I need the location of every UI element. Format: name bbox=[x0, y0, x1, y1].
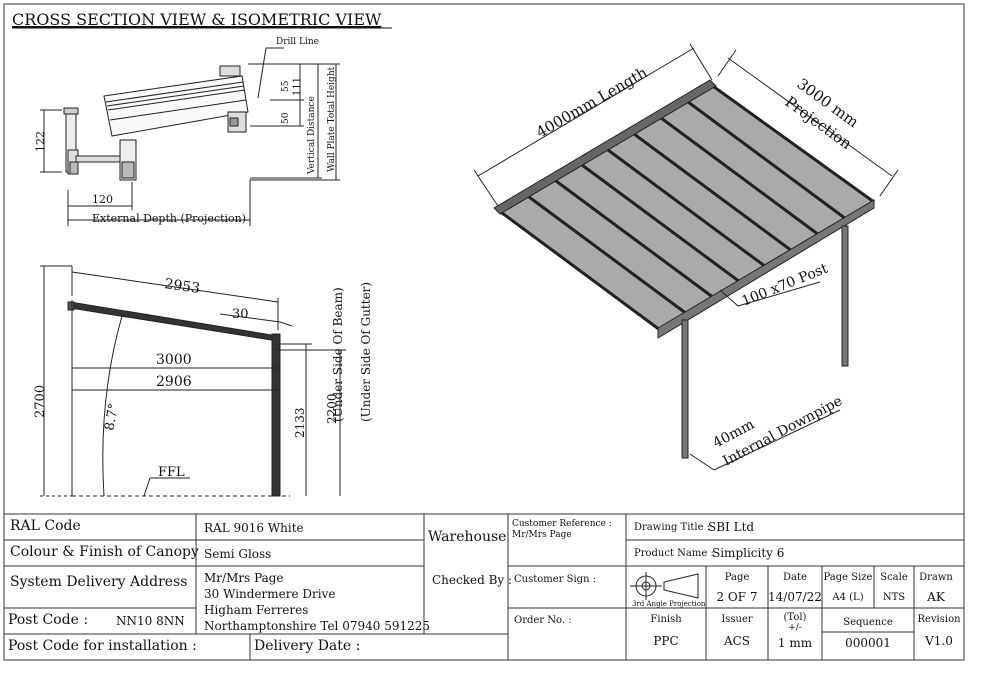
drawn-label: Drawn bbox=[919, 572, 953, 583]
sequence-label: Sequence bbox=[843, 617, 893, 628]
address-line-4: Northamptonshire Tel 07940 591225 bbox=[204, 619, 431, 633]
postcode-label: Post Code : bbox=[8, 612, 89, 628]
beam-height: 2133 bbox=[293, 407, 307, 438]
delivery-address-label: System Delivery Address bbox=[10, 574, 188, 590]
drawing-title-value: SBI Ltd bbox=[708, 520, 755, 534]
finish-value: PPC bbox=[653, 634, 679, 648]
delivery-date-label: Delivery Date : bbox=[254, 638, 361, 654]
customer-ref-value: Mr/Mrs Page bbox=[512, 530, 572, 540]
isometric-view bbox=[473, 43, 899, 471]
sheet-border bbox=[3, 3, 965, 661]
dim-122: 122 bbox=[34, 131, 47, 152]
dim-120: 120 bbox=[92, 193, 113, 206]
customer-sign-label: Customer Sign : bbox=[514, 574, 597, 585]
third-angle-projection-icon bbox=[630, 572, 699, 600]
checked-by-label: Checked By : bbox=[432, 573, 513, 587]
side-elevation-view bbox=[40, 265, 346, 497]
dim-50: 50 bbox=[281, 112, 291, 124]
cross-section-view bbox=[40, 47, 340, 226]
product-name-label: Product Name : bbox=[634, 548, 714, 559]
projection-note: 3rd Angle Projection bbox=[632, 600, 706, 608]
dim-3000: 3000 bbox=[156, 352, 192, 368]
finish-label: Finish bbox=[650, 614, 682, 625]
tol-plus-minus: +/- bbox=[788, 623, 802, 633]
beam-height-label: (Under Side Of Beam) bbox=[331, 287, 345, 422]
ral-code-value: RAL 9016 White bbox=[204, 521, 304, 535]
order-no-label: Order No. : bbox=[514, 615, 572, 626]
ral-code-label: RAL Code bbox=[10, 518, 81, 534]
date-label: Date bbox=[783, 572, 807, 583]
page-size-label: Page Size bbox=[823, 572, 873, 583]
address-line-3: Higham Ferreres bbox=[204, 603, 309, 617]
postcode-value: NN10 8NN bbox=[116, 614, 185, 628]
dim-55: 55 bbox=[281, 80, 291, 92]
issuer-value: ACS bbox=[723, 634, 751, 648]
customer-ref-label: Customer Reference : bbox=[512, 519, 612, 529]
scale-value: NTS bbox=[882, 592, 906, 603]
gutter-height-label: (Under Side Of Gutter) bbox=[359, 282, 373, 422]
address-line-1: Mr/Mrs Page bbox=[204, 571, 284, 585]
page-label: Page bbox=[724, 572, 750, 583]
dim-2953: 2953 bbox=[163, 276, 201, 297]
vertical-distance-label: Vertical Distance bbox=[307, 96, 317, 175]
sheet-title: CROSS SECTION VIEW & ISOMETRIC VIEW bbox=[12, 10, 382, 29]
revision-label: Revision bbox=[917, 614, 961, 625]
title-block-grid bbox=[4, 513, 964, 660]
page-size-value: A4 (L) bbox=[832, 592, 864, 603]
date-value: 14/07/22 bbox=[768, 590, 822, 604]
product-name-value: Simplicity 6 bbox=[712, 546, 785, 560]
tol-label: (Tol) bbox=[783, 612, 807, 623]
dim-2906: 2906 bbox=[156, 374, 192, 390]
colour-finish-value: Semi Gloss bbox=[204, 547, 272, 561]
scale-label: Scale bbox=[880, 572, 908, 583]
issuer-label: Issuer bbox=[721, 614, 753, 625]
page-value: 2 OF 7 bbox=[716, 590, 758, 604]
warehouse-label: Warehouse bbox=[428, 529, 507, 545]
address-line-2: 30 Windermere Drive bbox=[204, 587, 336, 601]
roof-angle: 8.7° bbox=[102, 402, 121, 431]
dim-2700: 2700 bbox=[33, 385, 48, 418]
drawing-title-label: Drawing Title : bbox=[634, 522, 711, 533]
sequence-value: 000001 bbox=[845, 636, 891, 650]
dim-111: 111 bbox=[292, 77, 303, 96]
tol-value: 1 mm bbox=[777, 636, 813, 650]
external-depth-label: External Depth (Projection) bbox=[92, 212, 246, 225]
dim-30: 30 bbox=[232, 307, 249, 322]
drawn-value: AK bbox=[927, 590, 945, 604]
wall-plate-height-label: Wall Plate Total Height bbox=[327, 66, 337, 172]
ffl-label: FFL bbox=[158, 465, 185, 480]
gutter-height: 2200 bbox=[325, 393, 339, 424]
revision-value: V1.0 bbox=[925, 634, 953, 648]
colour-finish-label: Colour & Finish of Canopy bbox=[10, 544, 199, 560]
install-postcode-label: Post Code for installation : bbox=[8, 638, 197, 654]
drill-line-label: Drill Line bbox=[276, 37, 319, 47]
